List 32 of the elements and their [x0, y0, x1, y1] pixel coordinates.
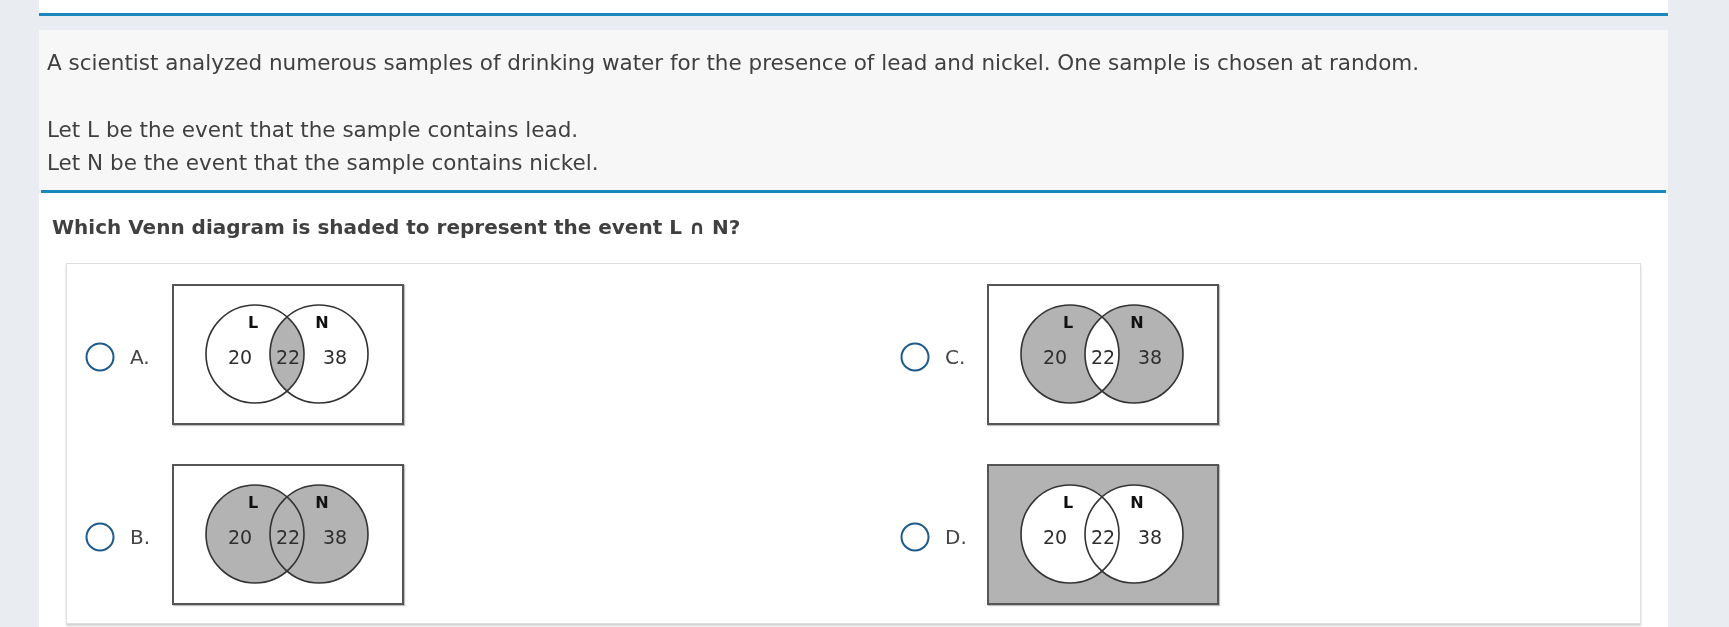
region-count: 38	[322, 527, 348, 549]
problem-text: A scientist analyzed numerous samples of drinking water for the presence of lead and nickel. One sample is chosen at random.	[47, 50, 1420, 76]
region-count: 38	[1137, 527, 1163, 549]
option-letter: A.	[130, 344, 150, 370]
set-label: L	[247, 493, 259, 513]
venn-frame	[987, 464, 1219, 605]
region-count: 38	[322, 347, 348, 369]
option-letter: D.	[945, 524, 967, 550]
region-count: 20	[227, 347, 253, 369]
region-count: 22	[275, 347, 301, 369]
region-count: 20	[1042, 527, 1068, 549]
region-count: 20	[1042, 347, 1068, 369]
set-label: N	[315, 493, 329, 513]
set-label: L	[1062, 493, 1074, 513]
venn-frame	[172, 284, 404, 425]
set-label: N	[1130, 313, 1144, 333]
question-text: Which Venn diagram is shaded to represent the event L ∩ N?	[52, 214, 741, 240]
set-label: L	[1062, 313, 1074, 333]
region-count: 22	[1090, 527, 1116, 549]
option-letter: B.	[130, 524, 151, 550]
set-label: N	[315, 313, 329, 333]
set-label: L	[247, 313, 259, 333]
event-definition: Let N be the event that the sample contains nickel.	[47, 150, 599, 176]
option-letter: C.	[945, 344, 966, 370]
region-count: 22	[275, 527, 301, 549]
region-count: 38	[1137, 347, 1163, 369]
venn-frame	[987, 284, 1219, 425]
region-count: 20	[227, 527, 253, 549]
set-label: N	[1130, 493, 1144, 513]
region-count: 22	[1090, 347, 1116, 369]
venn-frame	[172, 464, 404, 605]
event-definition: Let L be the event that the sample contains lead.	[47, 117, 579, 143]
